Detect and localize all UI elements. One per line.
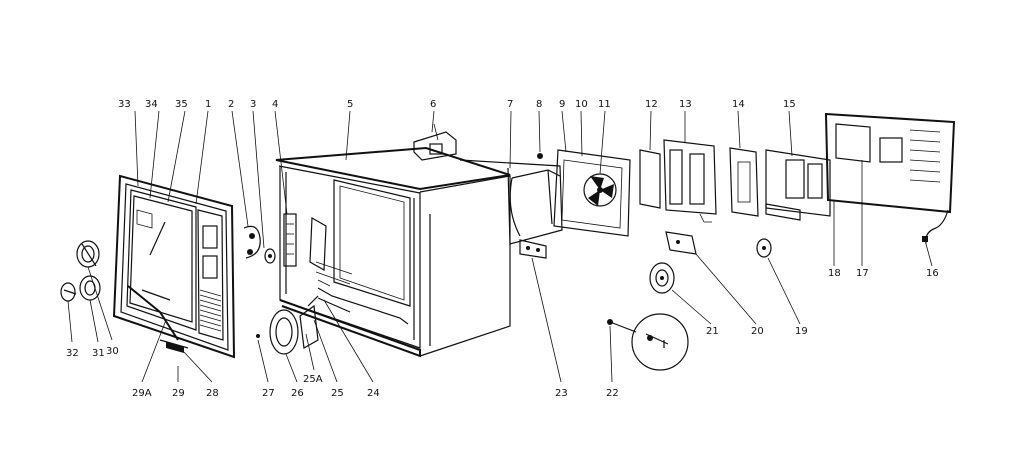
callout-21: 21 bbox=[706, 326, 719, 337]
callout-33: 33 bbox=[118, 99, 131, 110]
callout-9: 9 bbox=[559, 99, 565, 110]
part-5-cabinet bbox=[275, 146, 511, 358]
callout-26: 26 bbox=[291, 388, 304, 399]
part-14-board bbox=[729, 147, 759, 217]
part-16-cord bbox=[922, 209, 949, 245]
callout-13: 13 bbox=[679, 99, 692, 110]
part-2-bracket bbox=[243, 225, 261, 259]
leader-lines bbox=[67, 110, 933, 383]
callout-labels: 33 34 35 1 2 3 4 5 6 7 8 9 10 11 12 13 1… bbox=[66, 99, 939, 399]
part-11-fan-yoke bbox=[583, 173, 617, 207]
part-27-screw bbox=[256, 334, 260, 338]
part-6-bracket bbox=[413, 123, 457, 161]
part-3-clip bbox=[264, 248, 276, 264]
part-32-knob bbox=[60, 282, 77, 302]
part-17-back-cover bbox=[824, 112, 956, 214]
part-30-knob bbox=[76, 240, 100, 268]
part-9-10-yoke-plate bbox=[553, 149, 631, 237]
callout-24: 24 bbox=[367, 388, 380, 399]
part-25-25a-bracket bbox=[299, 295, 319, 349]
callout-19: 19 bbox=[795, 326, 808, 337]
part-21-speaker bbox=[649, 262, 675, 294]
callout-23: 23 bbox=[555, 388, 568, 399]
callout-17: 17 bbox=[856, 268, 869, 279]
callout-29: 29 bbox=[172, 388, 185, 399]
callout-4: 4 bbox=[272, 99, 278, 110]
callout-15: 15 bbox=[783, 99, 796, 110]
callout-32: 32 bbox=[66, 348, 79, 359]
part-15-power-assembly bbox=[765, 149, 831, 221]
callout-3: 3 bbox=[250, 99, 256, 110]
callout-5: 5 bbox=[347, 99, 353, 110]
callout-12: 12 bbox=[645, 99, 658, 110]
front-bezel bbox=[112, 174, 236, 359]
callout-10: 10 bbox=[575, 99, 588, 110]
part-20-bracket bbox=[665, 231, 697, 255]
callout-25a: 25A bbox=[303, 374, 323, 385]
callout-6: 6 bbox=[430, 99, 436, 110]
callout-35: 35 bbox=[175, 99, 188, 110]
part-13-chassis bbox=[663, 139, 717, 223]
callout-2: 2 bbox=[228, 99, 234, 110]
part-23-socket bbox=[519, 239, 547, 259]
part-8-screw bbox=[537, 153, 543, 159]
callout-27: 27 bbox=[262, 388, 275, 399]
part-28-handle bbox=[159, 339, 189, 353]
part-19-knob bbox=[756, 238, 772, 258]
callout-14: 14 bbox=[732, 99, 745, 110]
part-31-knob bbox=[79, 275, 101, 301]
callout-11: 11 bbox=[598, 99, 611, 110]
callout-8: 8 bbox=[536, 99, 542, 110]
callout-28: 28 bbox=[206, 388, 219, 399]
callout-30: 30 bbox=[106, 346, 119, 357]
part-7-picture-tube bbox=[459, 159, 563, 245]
callout-31: 31 bbox=[92, 348, 105, 359]
callout-16: 16 bbox=[926, 268, 939, 279]
callout-18: 18 bbox=[828, 268, 841, 279]
callout-7: 7 bbox=[507, 99, 513, 110]
part-4-bracket bbox=[283, 213, 297, 267]
callout-1: 1 bbox=[205, 99, 211, 110]
callout-20: 20 bbox=[751, 326, 764, 337]
callout-22: 22 bbox=[606, 388, 619, 399]
part-26-speaker bbox=[269, 309, 299, 355]
part-12-board bbox=[639, 149, 661, 209]
part-22-screw-detail bbox=[607, 313, 689, 371]
callout-29a: 29A bbox=[132, 388, 152, 399]
part-24-rail bbox=[309, 216, 351, 313]
callout-34: 34 bbox=[145, 99, 158, 110]
callout-25: 25 bbox=[331, 388, 344, 399]
